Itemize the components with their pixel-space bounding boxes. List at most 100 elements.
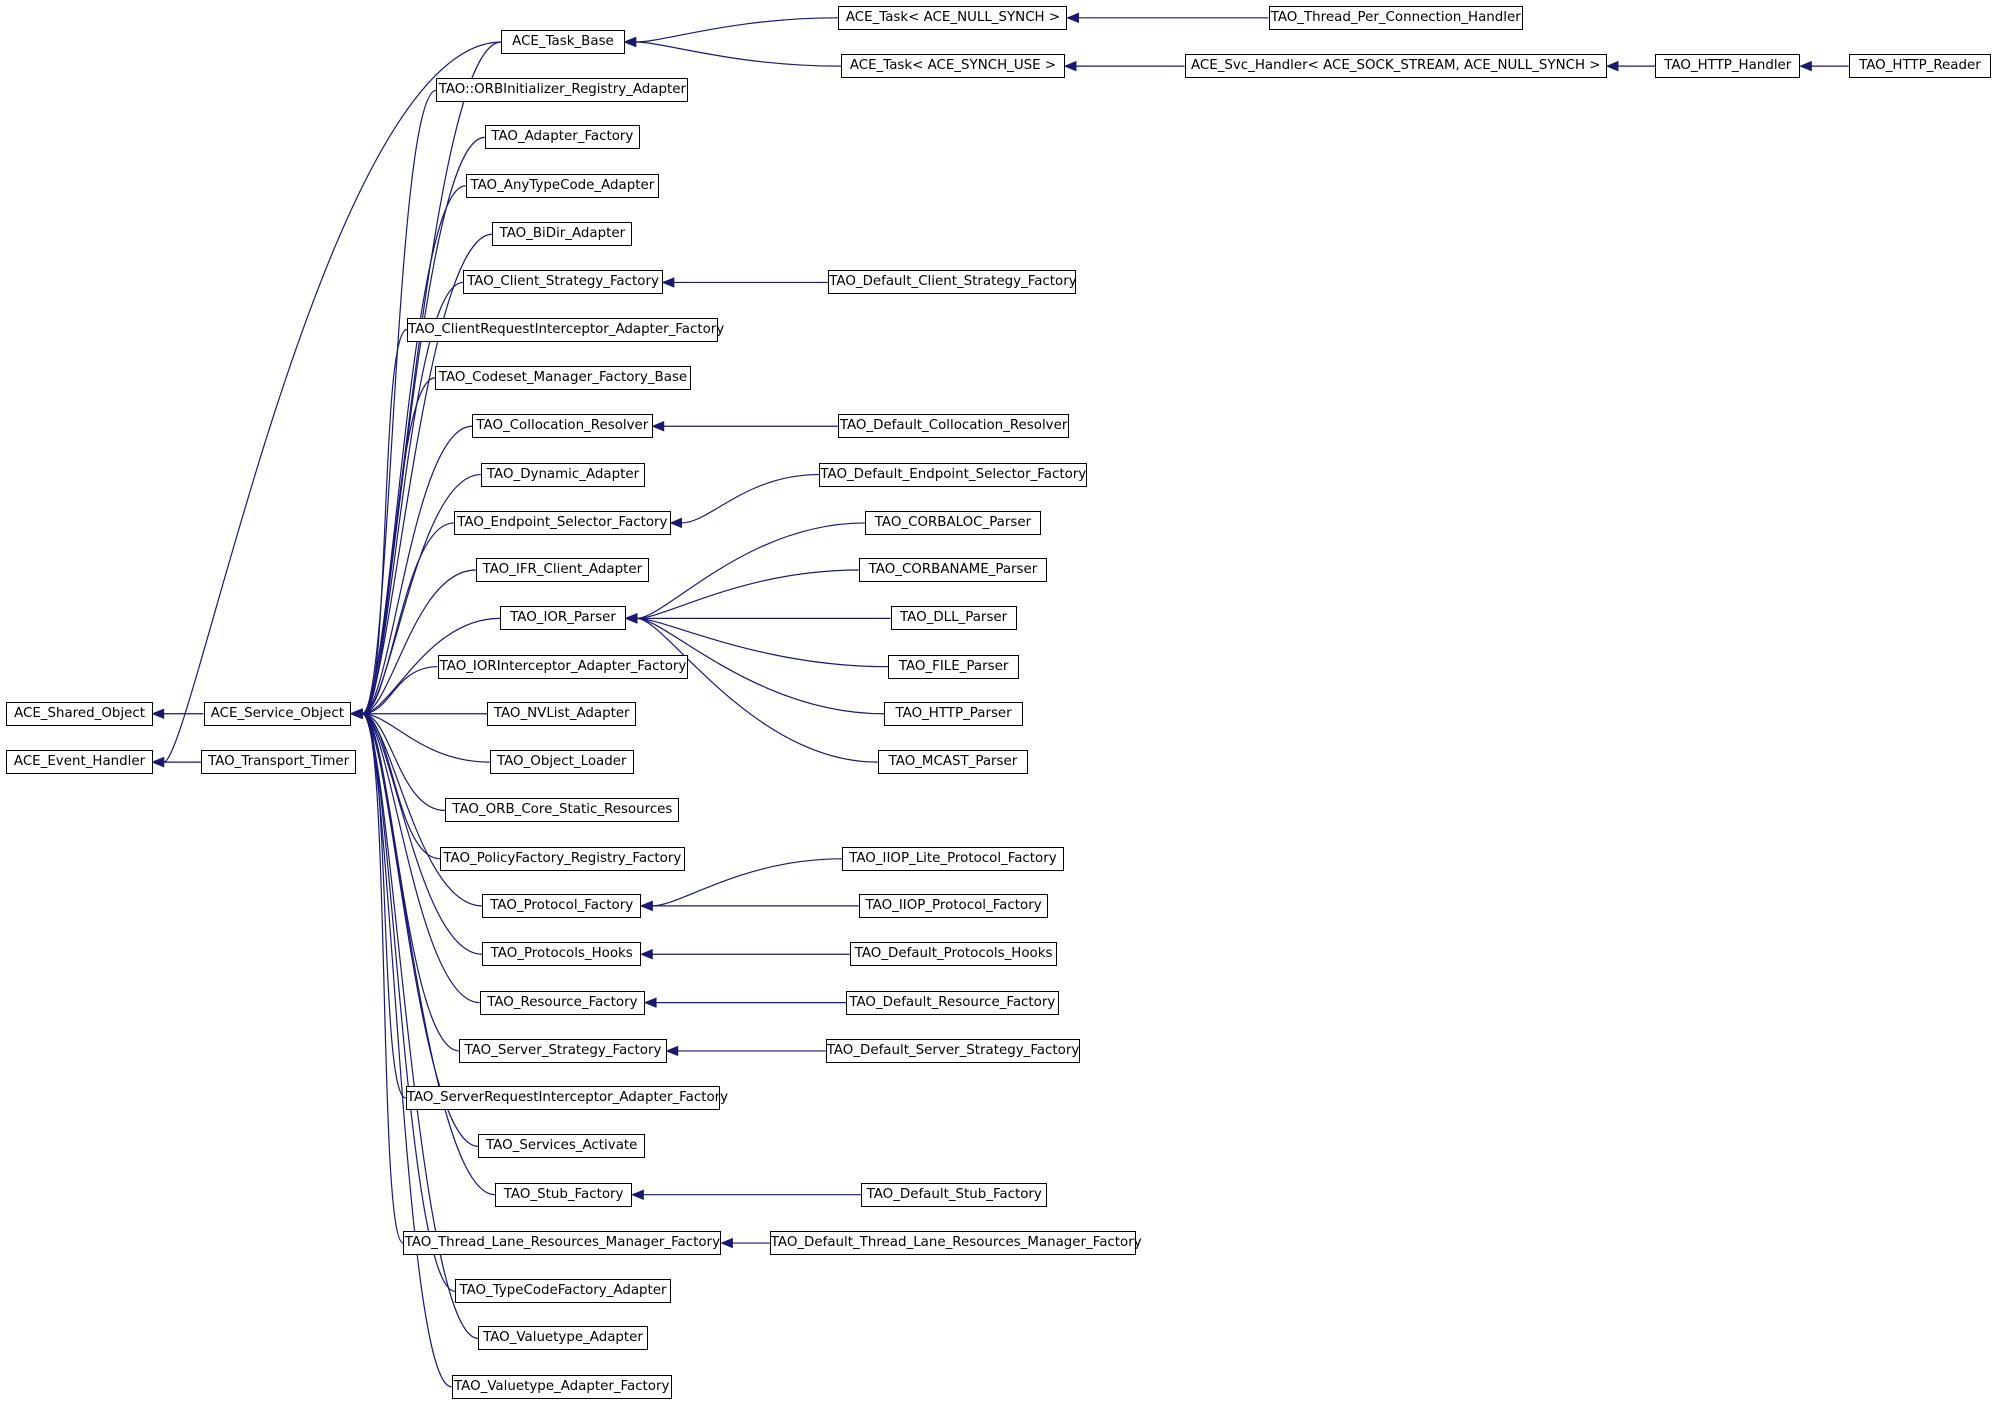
- class-node-ace-event[interactable]: ACE_Event_Handler: [6, 750, 153, 775]
- class-node-tao-def-server-strategy[interactable]: TAO_Default_Server_Strategy_Factory: [825, 1038, 1081, 1063]
- class-node-tao-ifr[interactable]: TAO_IFR_Client_Adapter: [475, 558, 649, 582]
- class-node-tao-corbaloc[interactable]: TAO_CORBALOC_Parser: [865, 510, 1041, 535]
- class-node-tao-thread-per-conn[interactable]: TAO_Thread_Per_Connection_Handler: [1268, 5, 1523, 30]
- inheritance-edge-19: [362, 666, 438, 715]
- inheritance-arrowhead-50: [643, 997, 657, 1008]
- class-node-tao-policyfactory[interactable]: TAO_PolicyFactory_Registry_Factory: [440, 846, 685, 871]
- inheritance-edge-47: [652, 858, 843, 907]
- class-node-tao-def-protocols-hooks[interactable]: TAO_Default_Protocols_Hooks: [849, 942, 1058, 967]
- inheritance-edge-45: [636, 617, 885, 715]
- inheritance-edge-0: [635, 17, 839, 43]
- inheritance-edge-44: [636, 617, 889, 668]
- inheritance-arrowhead-53: [720, 1237, 733, 1249]
- class-node-tao-valuetype[interactable]: TAO_Valuetype_Adapter: [478, 1326, 648, 1351]
- class-node-tao-services-activate[interactable]: TAO_Services_Activate: [478, 1134, 646, 1159]
- inheritance-arrowhead-48: [639, 900, 653, 912]
- class-node-tao-iiop-lite[interactable]: TAO_IIOP_Lite_Protocol_Factory: [842, 846, 1064, 871]
- class-node-tao-colloc[interactable]: TAO_Collocation_Resolver: [472, 414, 653, 439]
- class-node-tao-dynamic[interactable]: TAO_Dynamic_Adapter: [480, 462, 646, 487]
- inheritance-edge-24: [362, 713, 483, 907]
- inheritance-arrowhead-1: [623, 36, 637, 48]
- inheritance-edge-17: [362, 569, 476, 715]
- class-node-tao-dll[interactable]: TAO_DLL_Parser: [890, 606, 1017, 631]
- class-node-tao-def-stub[interactable]: TAO_Default_Stub_Factory: [861, 1182, 1048, 1207]
- inheritance-edge-26: [361, 713, 480, 1004]
- inheritance-arrowhead-37: [151, 756, 165, 768]
- class-node-tao-object-loader[interactable]: TAO_Object_Loader: [489, 750, 634, 775]
- class-node-tao-nvlist[interactable]: TAO_NVList_Adapter: [487, 701, 637, 726]
- class-node-tao-ior-parser[interactable]: TAO_IOR_Parser: [500, 606, 626, 631]
- inheritance-edge-14: [361, 425, 473, 715]
- class-node-tao-codeset[interactable]: TAO_Codeset_Manager_Factory_Base: [435, 365, 691, 390]
- class-node-tao-iiop[interactable]: TAO_IIOP_Protocol_Factory: [858, 893, 1049, 918]
- class-node-ace-shared[interactable]: ACE_Shared_Object: [6, 701, 153, 726]
- inheritance-edge-16: [362, 522, 455, 715]
- inheritance-arrowhead-4: [1605, 60, 1619, 72]
- class-node-tao-file[interactable]: TAO_FILE_Parser: [888, 654, 1020, 679]
- class-node-ace-task-base[interactable]: ACE_Task_Base: [501, 29, 625, 54]
- class-node-ace-service[interactable]: ACE_Service_Object: [203, 701, 352, 726]
- inheritance-arrowhead-3: [1063, 60, 1077, 72]
- inheritance-arrowhead-51: [665, 1045, 679, 1057]
- inheritance-edge-25: [362, 713, 483, 955]
- class-node-tao-protocols-hooks[interactable]: TAO_Protocols_Hooks: [482, 942, 642, 967]
- inheritance-edge-36: [163, 41, 502, 763]
- inheritance-edge-21: [362, 713, 490, 763]
- inheritance-edge-7: [361, 89, 437, 715]
- class-node-tao-anytypecode[interactable]: TAO_AnyTypeCode_Adapter: [465, 173, 660, 198]
- class-node-tao-client-strategy[interactable]: TAO_Client_Strategy_Factory: [463, 270, 663, 295]
- inheritance-arrowhead-52: [631, 1189, 644, 1200]
- class-node-tao-server-strategy[interactable]: TAO_Server_Strategy_Factory: [459, 1038, 667, 1063]
- class-node-tao-http-reader[interactable]: TAO_HTTP_Reader: [1848, 54, 1992, 79]
- inheritance-arrowhead-5: [1799, 60, 1812, 72]
- inheritance-arrowhead-40: [669, 517, 683, 529]
- class-node-tao-stub-factory[interactable]: TAO_Stub_Factory: [494, 1182, 633, 1207]
- inheritance-arrowhead-39: [651, 420, 665, 432]
- class-node-tao-orb-core-static[interactable]: TAO_ORB_Core_Static_Resources: [445, 798, 680, 823]
- class-node-tao-typecodefactory[interactable]: TAO_TypeCodeFactory_Adapter: [455, 1279, 671, 1304]
- inheritance-arrowhead-35: [151, 708, 165, 720]
- inheritance-edge-30: [361, 713, 495, 1196]
- class-node-tao-def-colloc[interactable]: TAO_Default_Collocation_Resolver: [838, 414, 1069, 439]
- class-node-tao-orbinit-reg[interactable]: TAO::ORBInitializer_Registry_Adapter: [436, 78, 689, 103]
- class-node-tao-clientreq[interactable]: TAO_ClientRequestInterceptor_Adapter_Fac…: [407, 317, 724, 342]
- class-node-tao-serverreq[interactable]: TAO_ServerRequestInterceptor_Adapter_Fac…: [405, 1086, 728, 1110]
- class-node-ace-task-use[interactable]: ACE_Task< ACE_SYNCH_USE >: [841, 54, 1065, 79]
- inheritance-edge-40: [681, 473, 820, 524]
- class-node-tao-iorinterceptor[interactable]: TAO_IORInterceptor_Adapter_Factory: [437, 654, 689, 679]
- inheritance-arrowhead-46: [624, 613, 638, 624]
- inheritance-edge-18: [362, 617, 501, 715]
- inheritance-arrowhead-38: [661, 277, 675, 288]
- class-node-tao-thread-lane[interactable]: TAO_Thread_Lane_Resources_Manager_Factor…: [403, 1231, 722, 1256]
- class-node-tao-protocol-factory[interactable]: TAO_Protocol_Factory: [482, 893, 642, 918]
- inheritance-arrowhead-34: [349, 708, 363, 720]
- inheritance-edge-28: [361, 713, 407, 1099]
- class-node-tao-transport-timer[interactable]: TAO_Transport_Timer: [201, 750, 357, 775]
- inheritance-arrowhead-2: [1066, 12, 1079, 24]
- inheritance-edge-12: [361, 328, 408, 715]
- class-node-tao-bidir[interactable]: TAO_BiDir_Adapter: [492, 222, 633, 247]
- class-node-tao-def-resource[interactable]: TAO_Default_Resource_Factory: [846, 990, 1059, 1015]
- inheritance-edge-41: [636, 522, 866, 619]
- class-node-tao-def-client-strategy[interactable]: TAO_Default_Client_Strategy_Factory: [828, 270, 1077, 295]
- class-node-tao-corbaname[interactable]: TAO_CORBANAME_Parser: [858, 558, 1048, 582]
- class-node-tao-adapter-factory[interactable]: TAO_Adapter_Factory: [484, 125, 640, 150]
- inheritance-arrowhead-49: [639, 948, 653, 960]
- class-node-tao-http-handler[interactable]: TAO_HTTP_Handler: [1655, 54, 1801, 79]
- inheritance-edge-34: [361, 713, 452, 1388]
- class-node-ace-task-null[interactable]: ACE_Task< ACE_NULL_SYNCH >: [838, 5, 1068, 30]
- class-node-tao-def-endpoint[interactable]: TAO_Default_Endpoint_Selector_Factory: [819, 462, 1087, 487]
- inheritance-edge-13: [361, 377, 436, 715]
- class-node-ace-svc-handler[interactable]: ACE_Svc_Handler< ACE_SOCK_STREAM, ACE_NU…: [1184, 54, 1607, 79]
- class-node-tao-mcast[interactable]: TAO_MCAST_Parser: [877, 750, 1029, 775]
- inheritance-edge-33: [361, 713, 479, 1340]
- class-node-tao-resource[interactable]: TAO_Resource_Factory: [479, 990, 646, 1015]
- class-node-tao-valuetype-factory[interactable]: TAO_Valuetype_Adapter_Factory: [451, 1374, 672, 1399]
- class-node-tao-def-thread-lane[interactable]: TAO_Default_Thread_Lane_Resources_Manage…: [769, 1231, 1142, 1256]
- class-node-tao-http-parser[interactable]: TAO_HTTP_Parser: [884, 701, 1023, 726]
- inheritance-edge-46: [636, 617, 878, 763]
- class-node-tao-endpoint[interactable]: TAO_Endpoint_Selector_Factory: [454, 510, 671, 535]
